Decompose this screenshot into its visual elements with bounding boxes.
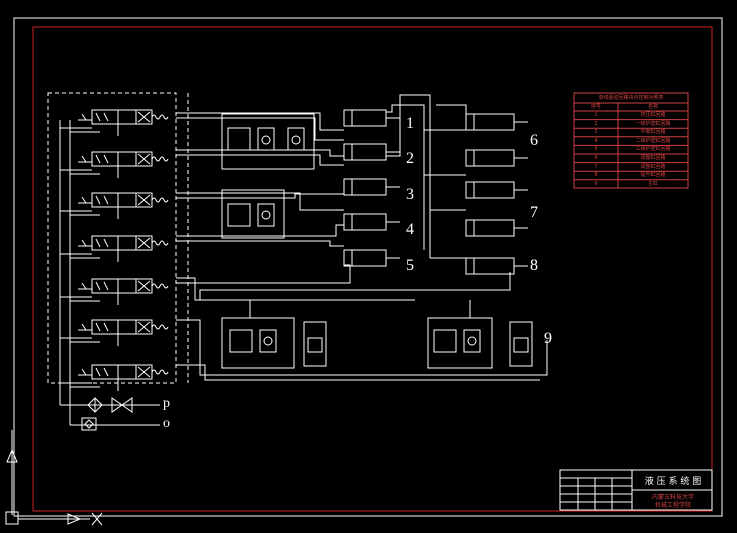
drawing-title: 液 压 系 统 图: [644, 477, 702, 487]
directional-valve-2: [60, 151, 169, 178]
drawing-border: [32, 26, 713, 512]
cylinder-6b: [465, 149, 528, 167]
ucs-icon: [5, 430, 103, 526]
legend-row-name: 调整缸回路: [640, 155, 666, 161]
org-line-1: 内蒙古科技大学: [651, 494, 694, 501]
cylinder-number-1: 1: [406, 115, 414, 132]
cylinder-number-3: 3: [406, 186, 414, 203]
legend-row-no: 1: [594, 112, 598, 118]
cylinder-2: [343, 143, 400, 161]
legend-row-name: 主缸: [647, 180, 658, 187]
directional-valve-4: [60, 235, 169, 262]
legend-row-no: 4: [594, 137, 598, 144]
cylinder-7a: [465, 181, 528, 199]
directional-valve-5: [60, 278, 169, 305]
directional-valve-7: [60, 364, 169, 391]
directional-valve-3: [60, 192, 169, 219]
legend-row-name: 挤压缸回路: [640, 112, 666, 118]
legend-row-no: 5: [594, 146, 598, 153]
valve-manifold-box: [47, 92, 177, 384]
cylinder-group-right: [465, 113, 528, 275]
cylinder-number-9: 9: [544, 330, 552, 347]
cylinder-3: [343, 178, 400, 196]
directional-valve-1: [60, 109, 169, 136]
legend-row-name: 一级护壁缸回路: [635, 120, 671, 127]
cylinder-5: [343, 249, 400, 267]
directional-valve-stack: [60, 109, 169, 391]
cylinder-7b: [465, 219, 528, 237]
legend-header-name: 名称: [647, 104, 658, 110]
legend-row-no: 8: [594, 172, 598, 179]
valve-block-1: [221, 113, 315, 170]
directional-valve-6: [60, 319, 169, 346]
outer-frame: [13, 17, 723, 517]
cylinder-6a: [465, 113, 528, 131]
legend-row-name: 调整缸回路: [640, 163, 666, 170]
piping: [176, 94, 548, 381]
valve-block-4: [427, 317, 533, 369]
legend-row-name: 平衡缸回路: [640, 129, 666, 136]
legend-header-no: 序号: [590, 104, 601, 110]
pressure-port-label: p: [163, 396, 170, 411]
legend-row-name: 三级护壁缸回路: [635, 146, 671, 153]
legend-row-no: 9: [594, 180, 598, 187]
cylinder-1: [343, 109, 400, 127]
cylinder-number-2: 2: [406, 150, 414, 167]
legend-row-no: 7: [594, 163, 598, 170]
legend-row-no: 2: [594, 120, 598, 127]
pump-symbol: [81, 397, 133, 431]
legend-row-name: 提升缸回路: [640, 172, 666, 179]
title-block: [559, 469, 713, 511]
valve-block-3: [221, 317, 327, 369]
legend-table-title: 单线驱动回路块示控制对照表: [598, 95, 664, 101]
cylinder-8: [465, 257, 528, 275]
cylinder-4: [343, 213, 400, 231]
cylinder-number-4: 4: [406, 221, 414, 238]
cylinder-number-7: 7: [530, 204, 538, 221]
cylinder-group-left: [343, 109, 400, 267]
legend-row-name: 二级护壁缸回路: [635, 137, 671, 144]
legend-row-no: 3: [594, 129, 598, 136]
return-port-label: o: [163, 416, 170, 431]
valve-block-2: [221, 189, 285, 239]
legend-row-no: 6: [594, 155, 598, 161]
cylinder-number-8: 8: [530, 257, 538, 274]
cylinder-number-6: 6: [530, 132, 538, 149]
cylinder-number-5: 5: [406, 257, 414, 274]
org-line-2: 机械工程学院: [654, 502, 691, 509]
